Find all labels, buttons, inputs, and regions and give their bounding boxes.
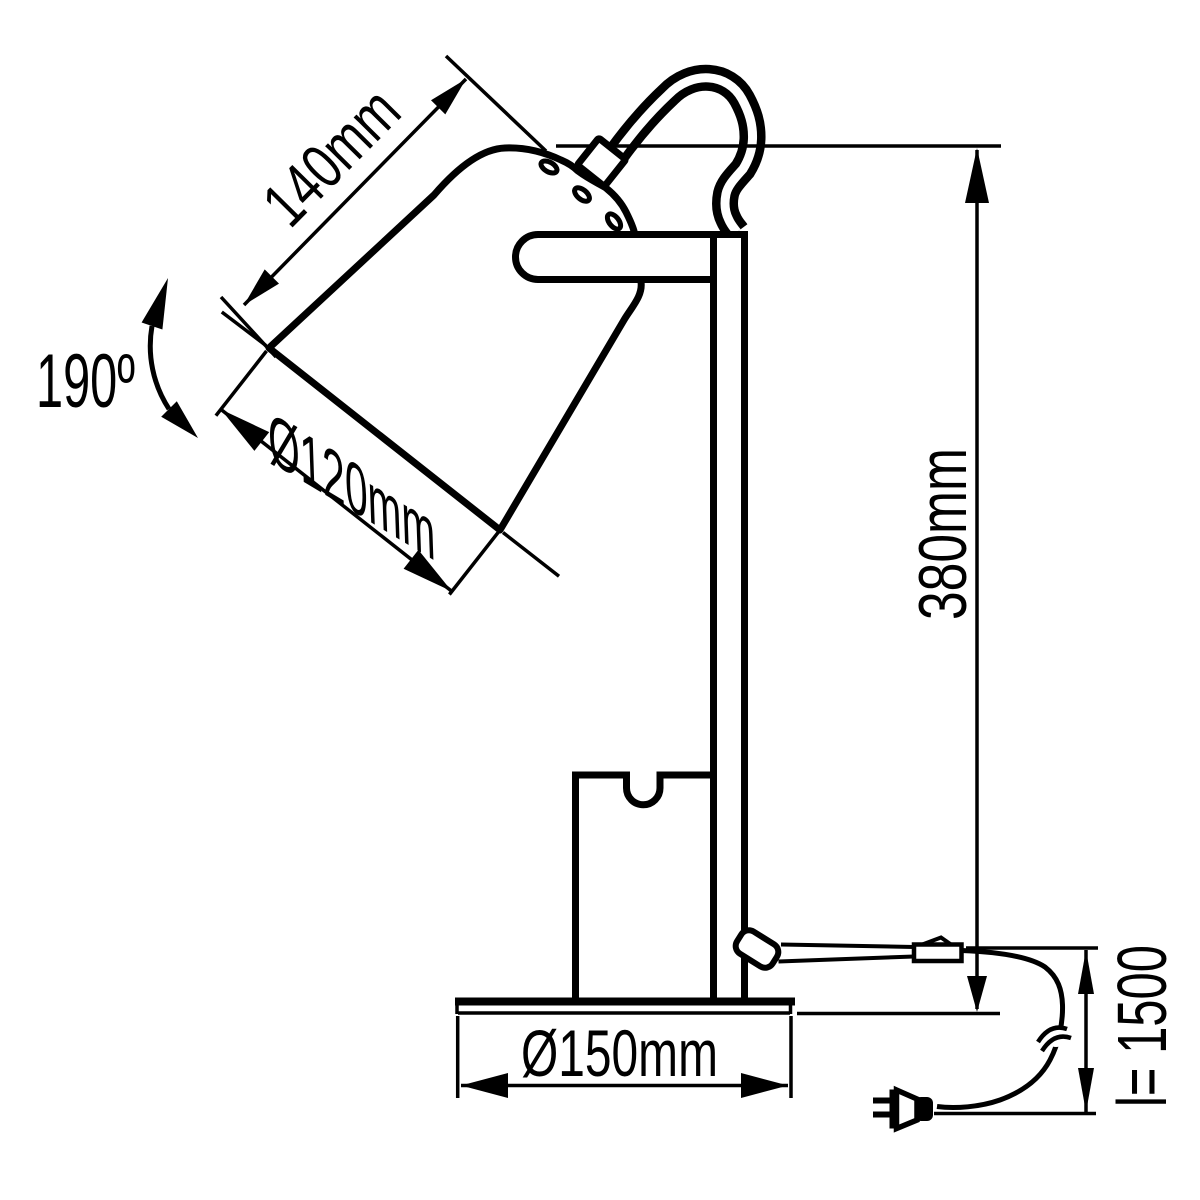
svg-text:Ø150mm: Ø150mm [521, 1016, 718, 1090]
svg-text:380mm: 380mm [905, 448, 981, 620]
svg-text:190º: 190º [36, 339, 135, 424]
svg-text:l= 1500: l= 1500 [1103, 945, 1181, 1107]
